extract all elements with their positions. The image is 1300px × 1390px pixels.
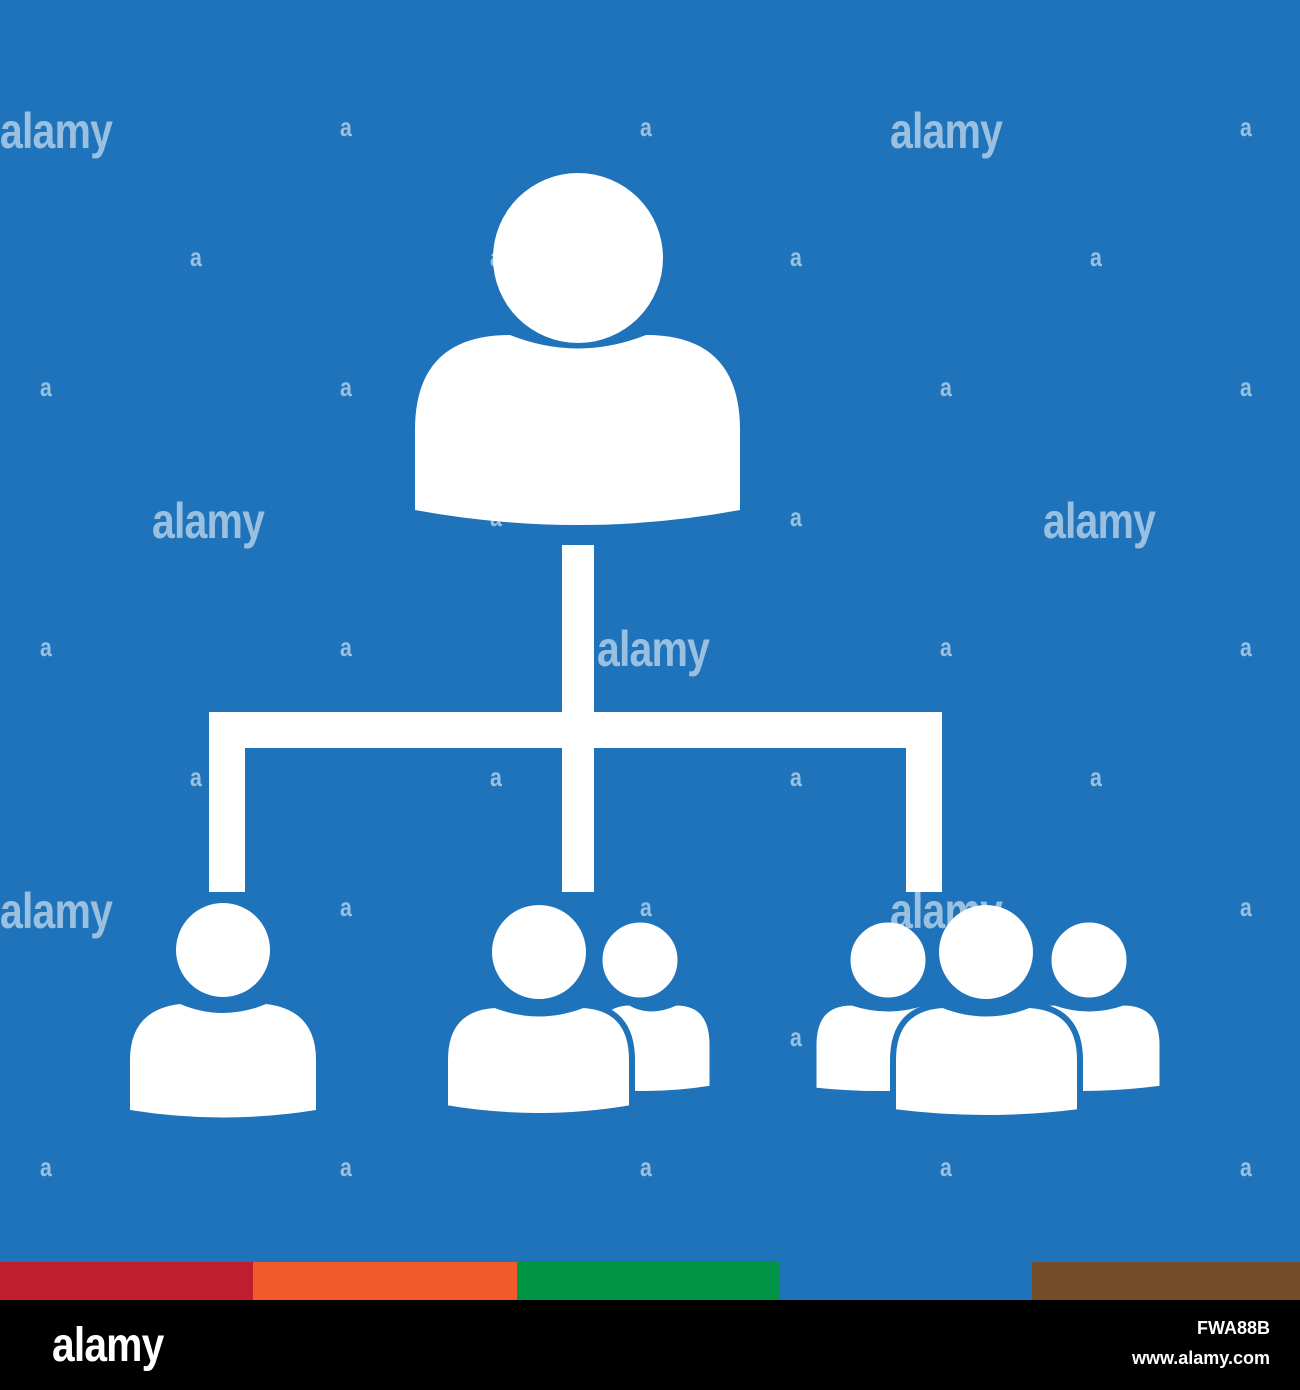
stripe-red <box>0 1262 253 1300</box>
footer-url: www.alamy.com <box>1131 1348 1270 1368</box>
front-person-icon <box>442 899 635 1119</box>
stripe-orange <box>253 1262 517 1300</box>
connector-lines <box>209 545 942 892</box>
two-people-icon <box>442 899 715 1119</box>
center-front-person-icon <box>890 899 1083 1121</box>
stripe-green <box>517 1262 780 1300</box>
stripe-blue <box>780 1262 1032 1300</box>
footer-bar: alamy FWA88B www.alamy.com <box>0 1300 1300 1390</box>
image-id-label: FWA88B <box>1196 1318 1270 1338</box>
org-chart-diagram <box>130 173 1165 1121</box>
footer-logo: alamy <box>52 1319 164 1372</box>
top-person-icon <box>415 173 740 525</box>
three-people-icon <box>811 899 1165 1121</box>
single-person-icon <box>130 903 316 1118</box>
image-canvas: alamyalamyalamyalamyalamyalamyalamyalamy… <box>0 0 1300 1300</box>
stripe-brown <box>1032 1262 1300 1300</box>
